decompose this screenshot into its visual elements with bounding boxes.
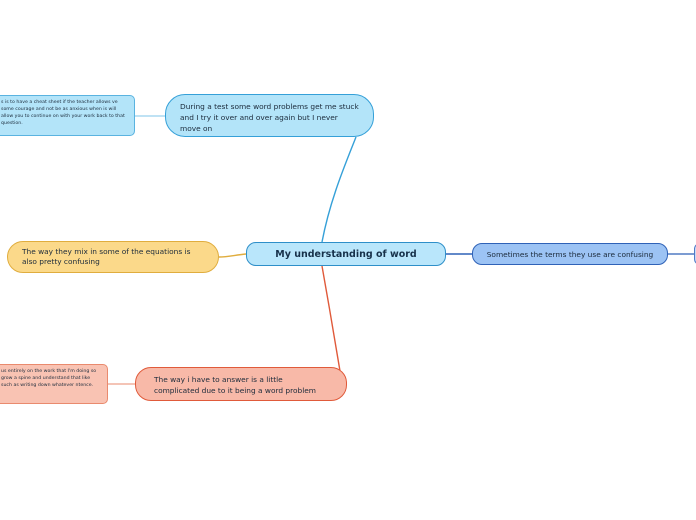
- connector-center-bottom: [321, 265, 341, 372]
- connector-center-left: [218, 253, 247, 258]
- topic-top-label: During a test some word problems get me …: [180, 102, 359, 133]
- topic-node-top[interactable]: During a test some word problems get me …: [165, 94, 374, 137]
- topic-node-right[interactable]: Sometimes the terms they use are confusi…: [472, 243, 668, 265]
- topic-node-left[interactable]: The way they mix in some of the equation…: [7, 241, 219, 273]
- central-topic-label: My understanding of word problems.: [275, 249, 417, 260]
- topic-node-bottom[interactable]: The way i have to answer is a little com…: [135, 367, 347, 401]
- subtopic-node-bottom[interactable]: us entirely on the work that I'm doing s…: [0, 364, 108, 404]
- subtopic-bottom-label: us entirely on the work that I'm doing s…: [1, 369, 97, 388]
- connector-center-top: [321, 136, 357, 243]
- topic-bottom-label: The way i have to answer is a little com…: [154, 375, 316, 395]
- central-topic[interactable]: My understanding of word problems.: [246, 242, 446, 266]
- topic-left-label: The way they mix in some of the equation…: [22, 247, 191, 266]
- topic-right-label: Sometimes the terms they use are confusi…: [486, 250, 654, 259]
- subtopic-top-label: s is to have a cheat sheet if the teache…: [1, 100, 125, 126]
- subtopic-node-top[interactable]: s is to have a cheat sheet if the teache…: [0, 95, 135, 136]
